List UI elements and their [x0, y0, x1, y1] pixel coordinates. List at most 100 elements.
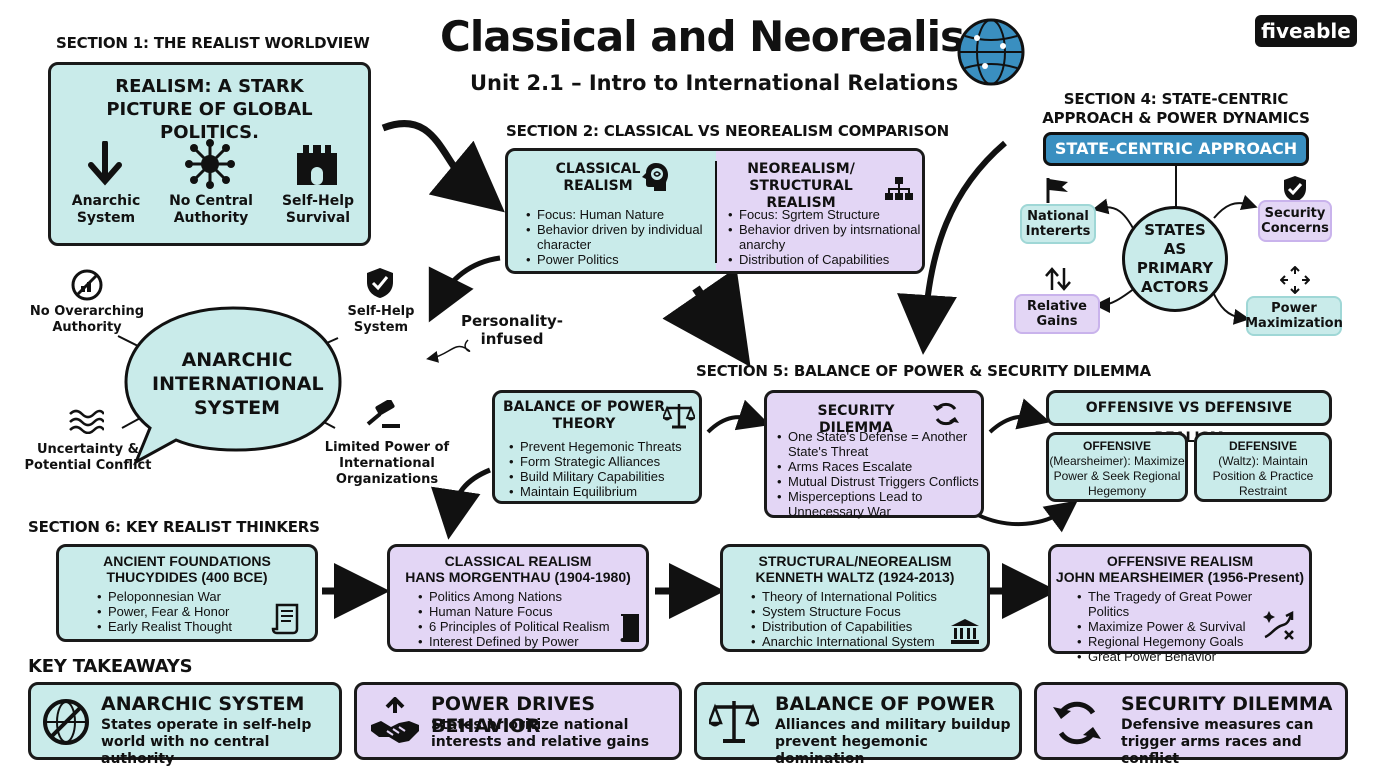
- bop-bullets: Prevent Hegemonic Threats Form Strategic…: [507, 439, 699, 499]
- takeaway-title: POWER DRIVES BEHAVIOR: [431, 693, 596, 737]
- no-authority-icon: [71, 269, 103, 301]
- castle-icon: [297, 145, 337, 185]
- comparison-box: CLASSICAL REALISM Focus: Human Nature Be…: [505, 148, 925, 274]
- section1-header: SECTION 1: THE REALIST WORLDVIEW: [56, 34, 370, 52]
- takeaway-power-drives-behavior: POWER DRIVES BEHAVIOR States prioritize …: [354, 682, 682, 760]
- states-primary-actors: STATES AS PRIMARY ACTORS: [1122, 206, 1228, 312]
- classical-title: CLASSICAL REALISM: [555, 161, 641, 194]
- network-icon: [185, 139, 235, 189]
- takeaway-title: BALANCE OF POWER: [775, 693, 995, 715]
- takeaway-anarchic-system: ANARCHIC SYSTEM States operate in self-h…: [28, 682, 342, 767]
- thinker-bullet: Great Power Behavior: [1075, 649, 1285, 664]
- bop-bullet: Prevent Hegemonic Threats: [507, 439, 699, 454]
- thinker-title: CLASSICAL REALISM: [444, 553, 592, 569]
- classical-bullet: Behavior driven by individual character: [524, 222, 710, 252]
- no-central-authority-label: No Central Authority: [169, 193, 253, 226]
- takeaway-balance-of-power: BALANCE OF POWER Alliances and military …: [694, 682, 1022, 767]
- security-concerns-node: Security Concerns: [1258, 200, 1332, 242]
- bop-bullet: Form Strategic Alliances: [507, 454, 699, 469]
- thinker-bullet: Early Realist Thought: [95, 619, 275, 634]
- power-maximization-node: Power Maximization: [1245, 296, 1343, 336]
- hierarchy-icon: [885, 177, 913, 200]
- thinker-title: OFFENSIVE REALISM: [1106, 553, 1254, 569]
- waves-icon: [69, 409, 104, 434]
- national-interests-node: National Intererts: [1020, 204, 1096, 244]
- takeaway-text: Alliances and military buildup prevent h…: [775, 717, 1011, 767]
- classical-bullets: Focus: Human Nature Behavior driven by i…: [524, 207, 710, 267]
- no-authority-icon: [43, 699, 89, 745]
- page-subtitle: Unit 2.1 – Intro to International Relati…: [470, 71, 959, 95]
- classical-bullet: Power Politics: [524, 252, 710, 267]
- thinker-bullet: Distribution of Capabilities: [749, 619, 955, 634]
- defensive-body: (Waltz): Maintain Position & Practice Re…: [1212, 454, 1314, 498]
- cycle-icon: [933, 402, 959, 426]
- thinker-bullets: Theory of International Politics System …: [749, 589, 955, 649]
- gavel-icon: [366, 400, 400, 428]
- offensive-head: OFFENSIVE: [1082, 439, 1151, 453]
- scales-icon: [709, 701, 759, 743]
- no-overarching-authority-label: No Overarching Authority: [29, 304, 145, 335]
- sd-bullets: One State's Defense = Another State's Th…: [775, 429, 981, 519]
- sd-bullet: Arms Races Escalate: [775, 459, 981, 474]
- takeaway-security-dilemma: SECURITY DILEMMA Defensive measures can …: [1034, 682, 1348, 767]
- anarchy-speech-bubble: [124, 306, 342, 466]
- scales-icon: [663, 404, 695, 429]
- thinker-bullet: Human Nature Focus: [416, 604, 622, 619]
- limited-power-label: Limited Power of International Organizat…: [324, 440, 450, 487]
- takeaway-text: Defensive measures can trigger arms race…: [1121, 717, 1314, 767]
- thinker-bullet: Power, Fear & Honor: [95, 604, 275, 619]
- thinker-bullet: Theory of International Politics: [749, 589, 955, 604]
- thinker-bullet: Peloponnesian War: [95, 589, 275, 604]
- sd-bullet: One State's Defense = Another State's Th…: [775, 429, 981, 459]
- thinker-bullet: Anarchic International System: [749, 634, 955, 649]
- takeaway-text: States prioritize national interests and…: [431, 717, 650, 750]
- relative-gains-node: Relative Gains: [1014, 294, 1100, 334]
- handshake-icon: [371, 697, 419, 743]
- bop-bullet: Maintain Equilibrium: [507, 484, 699, 499]
- defensive-head: DEFENSIVE: [1228, 439, 1297, 453]
- thinker-bullets: Politics Among Nations Human Nature Focu…: [416, 589, 622, 649]
- page-title: Classical and Neorealism: [440, 12, 1008, 61]
- security-dilemma-box: SECURITY DILEMMA One State's Defense = A…: [764, 390, 984, 519]
- brand-logo[interactable]: fiveable: [1255, 15, 1357, 47]
- cycle-icon: [1053, 701, 1101, 745]
- thinker-bullet: 6 Principles of Political Realism: [416, 619, 622, 634]
- self-help-survival-label: Self-Help Survival: [281, 193, 355, 226]
- thinker-bullets: Peloponnesian War Power, Fear & Honor Ea…: [95, 589, 275, 634]
- personality-infused-note: Personality-infused: [460, 312, 564, 348]
- thinker-name: JOHN MEARSHEIMER (1956-Present): [1055, 569, 1305, 585]
- section4-header: SECTION 4: STATE-CENTRIC APPROACH & POWE…: [1042, 90, 1310, 127]
- thinker-card-thucydides: ANCIENT FOUNDATIONS THUCYDIDES (400 BCE)…: [56, 544, 318, 642]
- shield-check-icon: [1284, 176, 1306, 202]
- thinker-name: KENNETH WALTZ (1924-2013): [755, 569, 955, 585]
- thinker-card-morgenthau: CLASSICAL REALISM HANS MORGENTHAU (1904-…: [387, 544, 649, 652]
- down-arrow-icon: [88, 141, 122, 186]
- shield-icon: [367, 268, 393, 298]
- thinker-title: ANCIENT FOUNDATIONS: [103, 553, 271, 569]
- defensive-box: DEFENSIVE (Waltz): Maintain Position & P…: [1194, 432, 1332, 502]
- anarchy-title: ANARCHIC INTERNATIONAL SYSTEM: [152, 349, 324, 419]
- neo-bullets: Focus: Sgrtem Structure Behavior driven …: [726, 207, 922, 267]
- section5-header: SECTION 5: BALANCE OF POWER & SECURITY D…: [696, 362, 1151, 380]
- neo-bullet: Behavior driven by intsrnational anarchy: [726, 222, 922, 252]
- anarchic-system-label: Anarchic System: [71, 193, 141, 226]
- thinker-bullet: The Tragedy of Great Power Politics: [1075, 589, 1285, 619]
- thinker-bullets: The Tragedy of Great Power Politics Maxi…: [1075, 589, 1285, 664]
- book-icon: [620, 614, 639, 642]
- takeaway-title: ANARCHIC SYSTEM: [101, 693, 305, 715]
- section6-header: SECTION 6: KEY REALIST THINKERS: [28, 518, 320, 536]
- self-help-system-label: Self-Help System: [347, 304, 415, 335]
- thinker-bullet: System Structure Focus: [749, 604, 955, 619]
- thinker-bullet: Maximize Power & Survival: [1075, 619, 1285, 634]
- thinker-name: HANS MORGENTHAU (1904-1980): [405, 569, 631, 585]
- thinker-name: THUCYDIDES (400 BCE): [106, 569, 268, 585]
- comparison-divider: [715, 161, 717, 263]
- realism-box: REALISM: A STARK PICTURE OF GLOBAL POLIT…: [48, 62, 371, 246]
- government-building-icon: [951, 619, 979, 644]
- thinker-card-mearsheimer: OFFENSIVE REALISM JOHN MEARSHEIMER (1956…: [1048, 544, 1312, 664]
- flag-icon: [1046, 178, 1068, 203]
- thinker-bullet: Interest Defined by Power: [416, 634, 622, 649]
- offensive-body: (Mearsheimer): Maximize Power & Seek Reg…: [1049, 454, 1185, 498]
- takeaways-header: KEY TAKEAWAYS: [28, 656, 193, 677]
- neo-bullet: Focus: Sgrtem Structure: [726, 207, 922, 222]
